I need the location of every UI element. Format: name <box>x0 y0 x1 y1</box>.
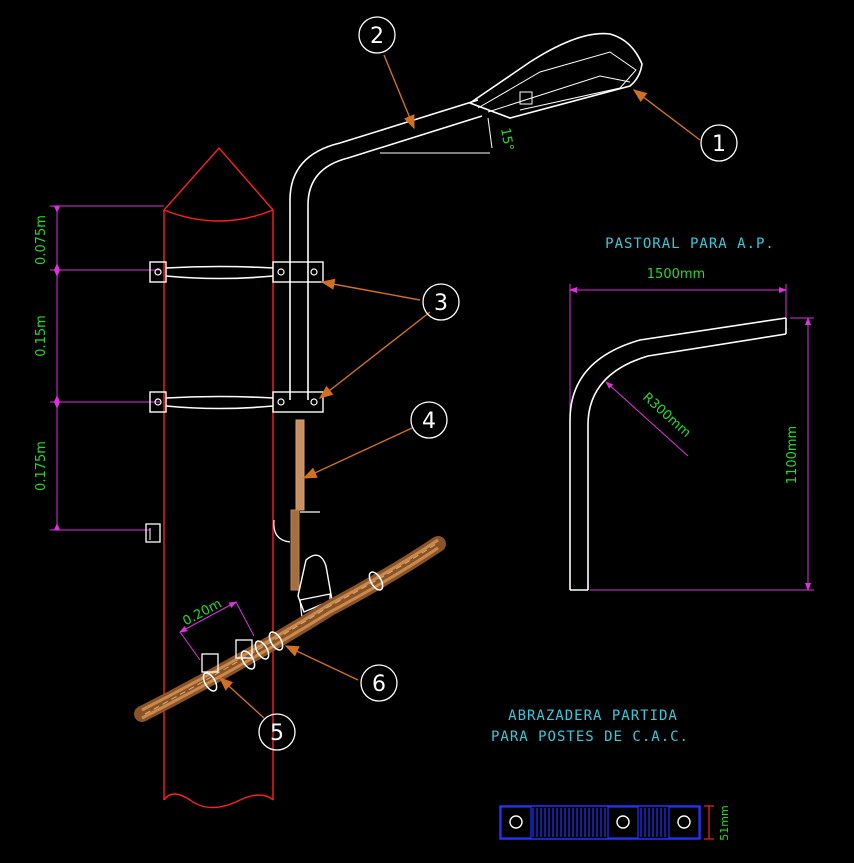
callout-2-label: 2 <box>370 24 384 49</box>
dim-r300mm: R300mm <box>639 390 693 441</box>
callout-1-label: 1 <box>712 132 726 157</box>
dim-1100mm: 1100mm <box>785 426 800 484</box>
callout-5-label: 5 <box>270 721 284 746</box>
pole-clamp-lower <box>149 391 324 413</box>
callout-3: 3 <box>422 283 460 321</box>
abrazadera-title-line2: PARA POSTES DE C.A.C. <box>491 729 689 745</box>
cable-ties <box>201 571 384 692</box>
clamp-plan-view <box>499 805 714 840</box>
dim-0-075m: 0.075m <box>34 215 49 265</box>
concrete-pole <box>163 146 274 809</box>
pastoral-detail <box>569 284 814 591</box>
dim-1500mm: 1500mm <box>647 267 705 282</box>
pole-clamp-upper <box>149 261 324 283</box>
twisted-cable <box>134 536 446 722</box>
dim-0-20m: 0.20m <box>180 597 224 630</box>
dim-0-175m: 0.175m <box>34 441 49 491</box>
callout-2: 2 <box>358 16 396 54</box>
callout-4-label: 4 <box>422 409 436 434</box>
callout-6-label: 6 <box>372 672 386 697</box>
pole-dimensions <box>50 205 164 531</box>
dim-51mm: 51mm <box>718 805 731 840</box>
pastoral-arm <box>289 99 493 400</box>
callout-3-label: 3 <box>434 291 448 316</box>
pastoral-title: PASTORAL PARA A.P. <box>605 236 775 252</box>
dim-0-15m: 0.15m <box>34 315 49 357</box>
angle-label: 15° <box>497 127 516 152</box>
spacing-dimension <box>179 601 255 661</box>
hanger-rod <box>273 419 333 619</box>
callout-6: 6 <box>360 664 398 702</box>
small-bracket <box>145 523 161 543</box>
callout-5: 5 <box>258 713 296 751</box>
luminaire <box>468 32 643 119</box>
callout-1: 1 <box>700 124 738 162</box>
leader-lines <box>218 54 701 719</box>
callout-4: 4 <box>410 401 448 439</box>
abrazadera-title-line1: ABRAZADERA PARTIDA <box>508 708 678 724</box>
